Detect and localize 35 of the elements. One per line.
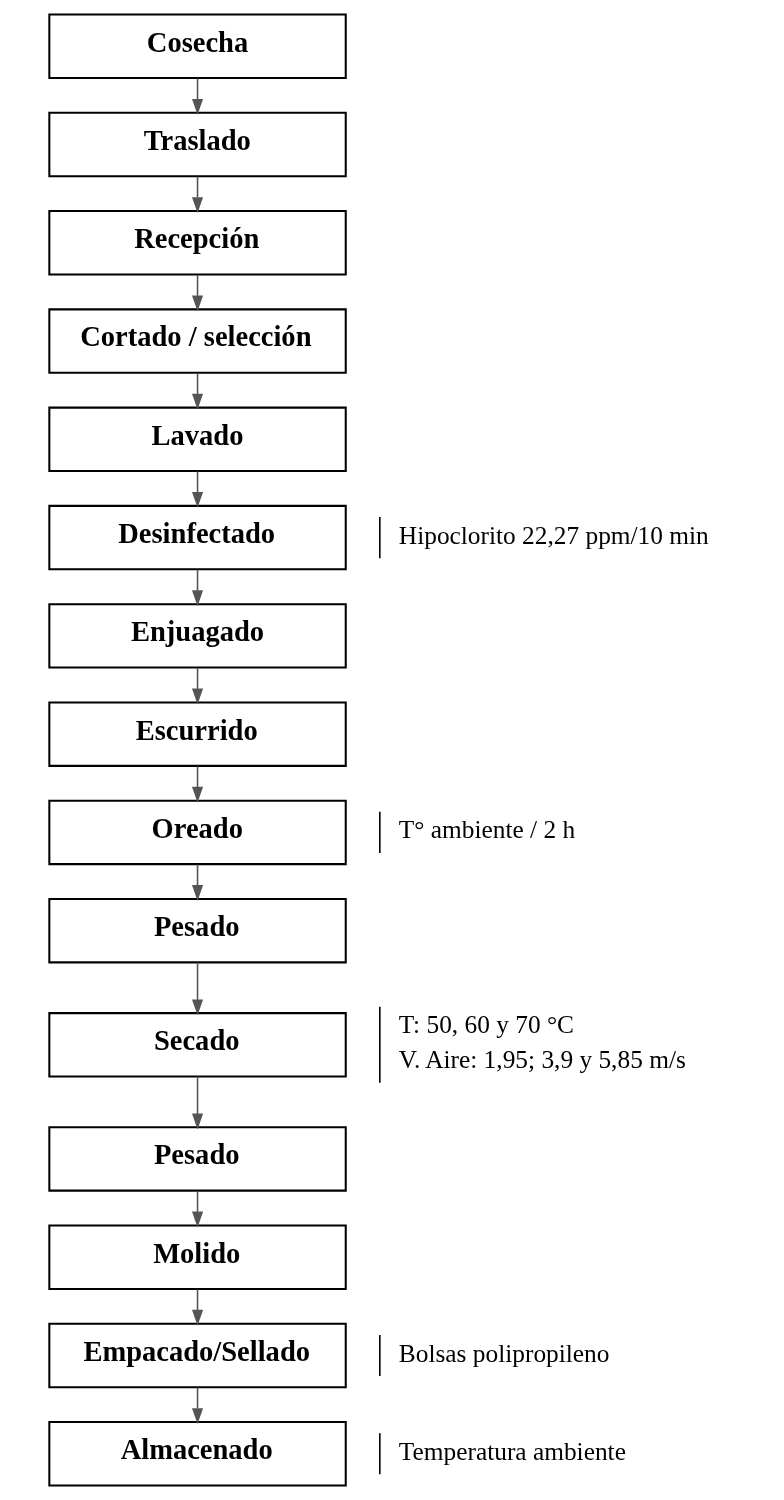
node-box: Pesado: [47, 897, 347, 964]
node-box: Traslado: [47, 111, 347, 178]
node-box: Pesado: [47, 1126, 347, 1192]
arrow: [191, 1288, 203, 1326]
node-box: Empacado/Sellado: [47, 1322, 347, 1389]
arrow: [191, 274, 203, 312]
arrow: [191, 175, 203, 214]
arrow: [191, 1075, 203, 1130]
node-box: Desinfectado: [47, 504, 347, 571]
arrow: [191, 1386, 203, 1424]
node-label: V. Aire: 1,95; 3,9 y 5,85 m/s: [398, 1045, 686, 1074]
node-box: Escurrido: [47, 701, 347, 767]
arrow: [191, 863, 203, 901]
node-box: Cortado / selección: [47, 308, 347, 374]
arrow: [191, 667, 203, 705]
arrow: [191, 765, 203, 803]
node-box: Almacenado: [47, 1421, 347, 1487]
arrow: [191, 372, 203, 410]
arrow: [191, 1190, 203, 1228]
arrow: [191, 569, 203, 607]
node-label: T° ambiente / 2 h: [398, 815, 575, 844]
arrow: [191, 961, 203, 1016]
node-box: Lavado: [47, 406, 347, 473]
node-box: Secado: [47, 1012, 347, 1078]
node-box: Oreado: [47, 799, 347, 866]
node-box: Molido: [47, 1224, 347, 1290]
arrow: [191, 77, 203, 115]
node-label: Bolsas polipropileno: [398, 1338, 609, 1367]
node-box: Cosecha: [47, 13, 347, 79]
arrow: [191, 470, 203, 508]
node-label: Temperatura ambiente: [398, 1436, 626, 1465]
node-box: Recepción: [47, 210, 347, 276]
node-label: Hipoclorito 22,27 ppm/10 min: [398, 520, 709, 549]
node-label: T: 50, 60 y 70 °C: [398, 1010, 574, 1039]
node-box: Enjuagado: [47, 603, 347, 669]
